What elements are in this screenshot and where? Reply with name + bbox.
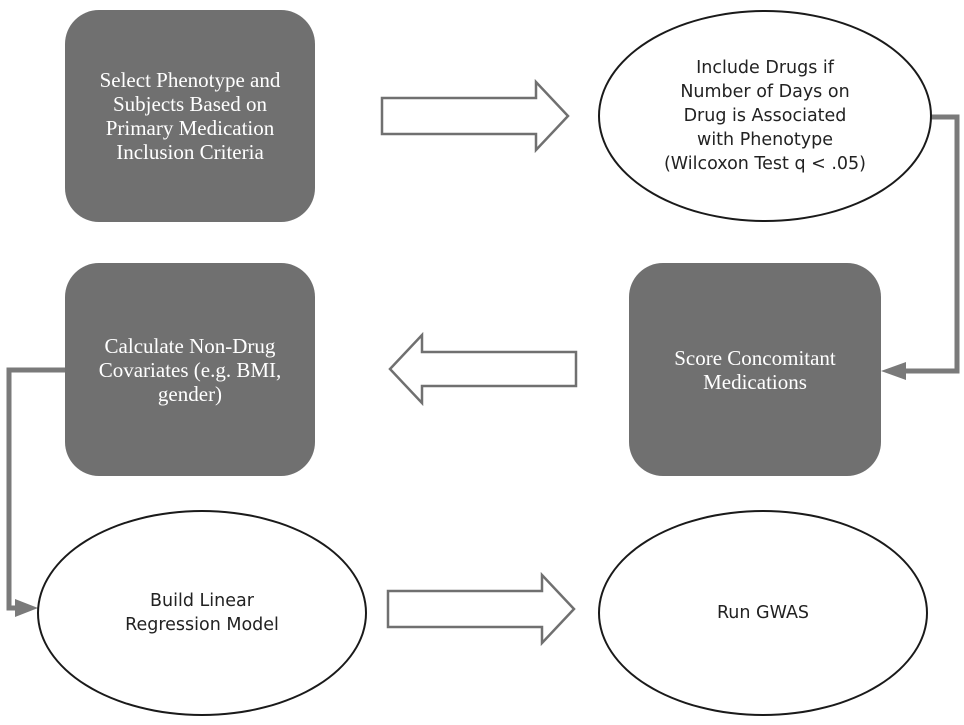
select-phenotype-label: Select Phenotype and Subjects Based on P… [99,68,281,164]
run-gwas-oval: Run GWAS [598,510,928,716]
connector-right-elbow [904,114,960,374]
run-gwas-label: Run GWAS [716,603,810,623]
connector-left-elbow [6,367,66,611]
connector-left-arrowhead [15,599,38,617]
build-model-oval: Build Linear Regression Model [37,510,367,716]
calculate-covariates-label: Calculate Non-Drug Covariates (e.g. BMI,… [98,333,282,406]
build-model-label: Build Linear Regression Model [125,591,279,635]
block-arrow-right-bottom [386,571,576,647]
include-drugs-label: Include Drugs if Number of Days on Drug … [663,58,867,174]
include-drugs-oval: Include Drugs if Number of Days on Drug … [598,10,932,222]
score-concomitant-label: Score Concomitant Medications [674,345,836,394]
calculate-covariates-box: Calculate Non-Drug Covariates (e.g. BMI,… [65,263,315,476]
block-arrow-left-middle [388,331,578,407]
connector-right-arrowhead [881,362,906,380]
block-arrow-right-top [380,78,570,154]
score-concomitant-box: Score Concomitant Medications [629,263,881,476]
select-phenotype-box: Select Phenotype and Subjects Based on P… [65,10,315,222]
